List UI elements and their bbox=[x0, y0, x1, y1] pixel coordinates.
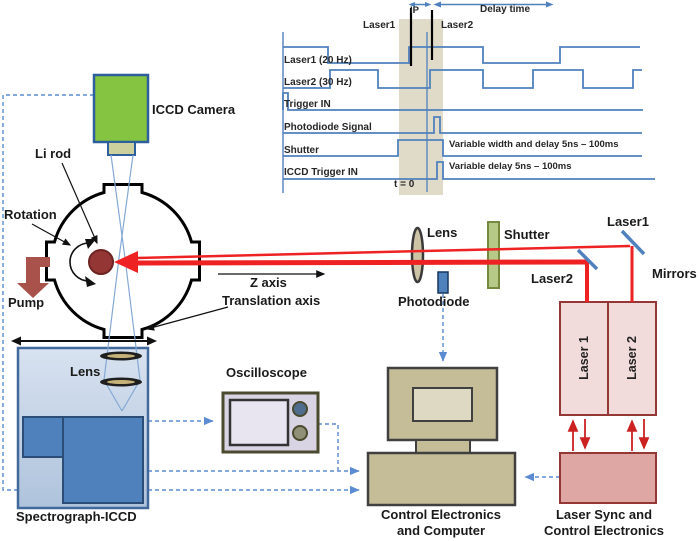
iccd-note: Variable delay 5ns – 100ms bbox=[449, 161, 572, 172]
translation-arrow-left-head bbox=[11, 336, 21, 346]
laser1-unit-label: Laser 1 bbox=[577, 336, 591, 380]
laser-sync-arrows bbox=[567, 419, 650, 451]
oscilloscope-knob-1 bbox=[292, 401, 308, 417]
mirror-laser2 bbox=[576, 248, 599, 271]
timing-marker2-label: Laser2 bbox=[441, 20, 474, 31]
waveform-trigger-in bbox=[282, 92, 643, 111]
iccd-camera-label: ICCD Camera bbox=[152, 102, 236, 117]
photodiode-label: Photodiode bbox=[398, 294, 470, 309]
timing-row-laser2-label: Laser2 (30 Hz) bbox=[284, 77, 352, 88]
spectrograph-label: Spectrograph-ICCD bbox=[16, 509, 137, 524]
signal-links bbox=[2, 94, 560, 495]
laser2-unit bbox=[607, 301, 657, 416]
mirrors-label: Mirrors bbox=[652, 266, 697, 281]
photodiode-element bbox=[437, 271, 449, 294]
spectrograph-inner-small bbox=[22, 416, 66, 458]
shutter-note: Variable width and delay 5ns – 100ms bbox=[449, 139, 619, 150]
camera-lens-mount bbox=[107, 141, 136, 156]
spectrograph-lens-1-core bbox=[107, 354, 135, 358]
li-rod-label: Li rod bbox=[35, 146, 72, 161]
laser-sync-box bbox=[559, 452, 657, 504]
laser1-unit bbox=[559, 301, 609, 416]
spectrograph-inner-large bbox=[62, 416, 144, 504]
sync-caption-line2: Control Electronics bbox=[544, 522, 664, 538]
timing-gate-band bbox=[399, 19, 443, 195]
timing-row-laser1-label: Laser1 (20 Hz) bbox=[284, 55, 352, 66]
computer-caption-line2: and Computer bbox=[396, 522, 486, 538]
computer-caption-line1: Control Electronics bbox=[381, 507, 501, 522]
delay-time-label: Delay time bbox=[479, 4, 531, 15]
spectrograph-lens-2-core bbox=[107, 380, 135, 384]
annotation-arrows bbox=[21, 162, 326, 342]
z-axis-label: Z axis bbox=[250, 275, 287, 290]
timing-marker1-label: Laser1 bbox=[363, 20, 396, 31]
pump-arrow bbox=[17, 257, 50, 298]
timing-row-iccd-label: ICCD Trigger IN bbox=[284, 167, 358, 178]
oscilloscope-knob-2 bbox=[292, 425, 308, 441]
shutter-label: Shutter bbox=[504, 227, 550, 242]
link-oscilloscope-out bbox=[318, 423, 339, 470]
oscilloscope-label: Oscilloscope bbox=[226, 365, 307, 380]
rotation-label: Rotation bbox=[4, 207, 57, 222]
spectrograph-lens-label: Lens bbox=[70, 364, 101, 379]
beam-lower bbox=[136, 259, 588, 266]
t0-label: t = 0 bbox=[394, 179, 415, 190]
translation-axis-label: Translation axis bbox=[222, 293, 321, 308]
laser1-mirror-label: Laser1 bbox=[607, 214, 649, 229]
timing-dimension-arrows bbox=[408, 1, 554, 8]
waveform-shutter bbox=[283, 139, 642, 157]
laser2-mirror-label: Laser2 bbox=[531, 271, 573, 286]
iccd-camera-box bbox=[92, 73, 150, 144]
link-camera-loop bbox=[2, 94, 94, 491]
li-rod-target bbox=[88, 249, 114, 275]
beam-lens bbox=[410, 226, 425, 284]
beam-upper bbox=[136, 244, 631, 260]
computer-screen bbox=[412, 387, 473, 422]
ip-label: IP bbox=[410, 5, 419, 16]
computer-neck bbox=[415, 439, 471, 454]
pump-label: Pump bbox=[8, 295, 45, 310]
waveform-photodiode bbox=[283, 116, 642, 134]
waveform-iccd-trigger bbox=[283, 161, 655, 180]
translation-arrow-right-head bbox=[147, 336, 157, 346]
shutter-element bbox=[487, 221, 500, 289]
computer-caption: Control Electronics and Computer bbox=[361, 507, 521, 538]
timing-row-photodiode-label: Photodiode Signal bbox=[284, 122, 372, 133]
beam-target-arrowhead bbox=[114, 251, 138, 273]
waveform-laser1 bbox=[283, 46, 640, 64]
waveform-laser2 bbox=[283, 69, 642, 89]
laser2-unit-label: Laser 2 bbox=[625, 336, 639, 380]
timing-waveforms bbox=[282, 32, 655, 193]
computer-base bbox=[366, 451, 517, 507]
oscilloscope-screen bbox=[228, 398, 290, 447]
sync-caption-line1: Laser Sync and bbox=[555, 507, 653, 522]
sync-caption: Laser Sync and Control Electronics bbox=[524, 507, 684, 538]
timing-row-trigger-label: Trigger IN bbox=[284, 99, 331, 110]
mirror-laser1 bbox=[620, 229, 646, 256]
laser-beams bbox=[114, 229, 646, 302]
beam-lens-label: Lens bbox=[427, 225, 458, 240]
rotation-arc-head-bottom bbox=[85, 276, 96, 287]
rotation-arc bbox=[69, 242, 90, 282]
timing-row-shutter-label: Shutter bbox=[284, 145, 319, 156]
